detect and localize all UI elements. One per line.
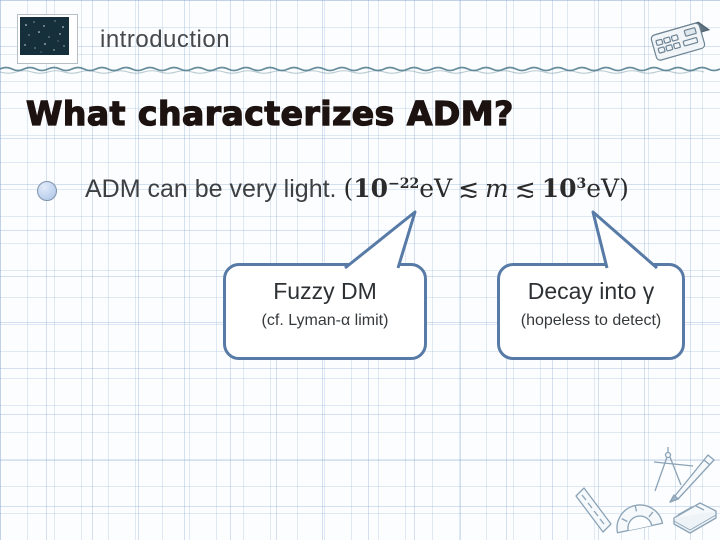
bullet-sentence: ADM can be very light. xyxy=(85,175,344,203)
callout-title: Fuzzy DM xyxy=(273,278,377,304)
formula-unit2: eV xyxy=(586,174,620,203)
compass-sketch-icon xyxy=(653,447,694,492)
mass-range-formula: (10−22eV≲m≲103eV) xyxy=(343,174,628,203)
header-divider-squiggle xyxy=(0,66,720,74)
callout-pointer-right xyxy=(591,210,658,270)
formula-exponent1: −22 xyxy=(388,176,420,192)
calculator-sketch-icon xyxy=(650,21,711,61)
callout-subtitle: (hopeless to detect) xyxy=(520,312,662,329)
formula-base2: 10 xyxy=(541,174,577,203)
starfield-logo-icon xyxy=(20,17,69,55)
callout-fuzzy-dm: Fuzzy DM (cf. Lyman-α limit) xyxy=(223,263,427,360)
formula-lesssim2: ≲ xyxy=(514,174,536,203)
formula-mass-variable: m xyxy=(485,174,509,203)
notebook-sketch-icon xyxy=(673,502,717,534)
formula-base1: 10 xyxy=(353,174,388,203)
callout-title: Decay into γ xyxy=(527,278,655,304)
stationery-sketch-group xyxy=(575,447,717,534)
bullet-circle-icon xyxy=(37,181,57,201)
pencil-sketch-icon xyxy=(669,454,715,503)
header-section-label: introduction xyxy=(100,26,231,53)
formula-unit1: eV xyxy=(419,174,453,203)
protractor-sketch-icon xyxy=(616,504,664,534)
formula-open-paren: ( xyxy=(343,174,354,203)
page-title: What characterizes ADM? xyxy=(25,93,514,133)
callout-pointer-left xyxy=(344,210,417,270)
header-logo-frame xyxy=(17,14,78,64)
bullet-text: ADM can be very light. (10−22eV≲m≲103eV) xyxy=(85,174,629,204)
bullet-item: ADM can be very light. (10−22eV≲m≲103eV) xyxy=(37,168,697,212)
formula-exponent2: 3 xyxy=(576,176,587,192)
callout-subtitle: (cf. Lyman-α limit) xyxy=(261,312,389,329)
formula-close-paren: ) xyxy=(619,174,629,203)
callout-decay-into-gamma: Decay into γ (hopeless to detect) xyxy=(497,263,685,360)
formula-lesssim1: ≲ xyxy=(458,174,480,203)
ruler-sketch-icon xyxy=(575,487,612,533)
